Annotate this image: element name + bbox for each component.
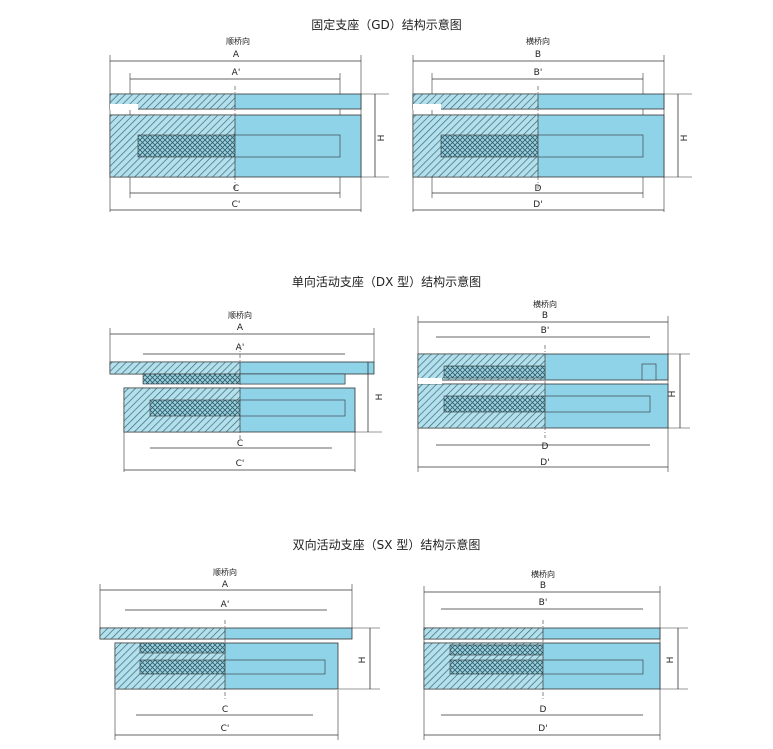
sx-right-dim-d: D <box>540 705 547 715</box>
dx-left-height-label: H <box>375 394 385 401</box>
gd-right-dim-b: B <box>535 50 541 60</box>
sx-section-title: 双向活动支座（SX 型）结构示意图 <box>292 538 481 552</box>
gd-left-dim-a: A <box>233 50 240 60</box>
sx-left-view: 顺桥向 A A' C C' H <box>99 567 380 740</box>
gd-left-dim-c-prime: C' <box>232 200 241 210</box>
dx-right-dim-b: B <box>542 311 548 321</box>
dx-section-title: 单向活动支座（DX 型）结构示意图 <box>291 275 482 289</box>
dx-left-dim-c-prime: C' <box>236 459 245 469</box>
gd-left-height-label: H <box>377 135 387 142</box>
gd-right-dim-d-prime: D' <box>533 200 542 210</box>
gd-section-title: 固定支座（GD）结构示意图 <box>311 18 462 32</box>
gd-right-height-label: H <box>680 135 690 142</box>
gd-left-view: 顺桥向 A A' C C' <box>109 36 389 212</box>
dx-right-dim-b-prime: B' <box>541 326 550 336</box>
gd-right-direction: 横桥向 <box>526 36 550 46</box>
sx-right-dim-d-prime: D' <box>538 724 547 734</box>
dx-right-dim-d-prime: D' <box>540 458 549 468</box>
gd-left-dim-a-prime: A' <box>232 68 241 78</box>
sx-right-direction: 横桥向 <box>531 569 555 579</box>
gd-right-view: 横桥向 B B' D D' H <box>412 36 692 212</box>
sx-left-dim-c: C <box>222 705 228 715</box>
gd-left-dim-c: C <box>233 184 239 194</box>
gd-left-direction: 顺桥向 <box>226 36 250 46</box>
sx-left-dim-a-prime: A' <box>221 600 230 610</box>
sx-left-height-label: H <box>358 657 368 664</box>
dx-left-direction: 顺桥向 <box>228 310 252 320</box>
sx-right-view: 横桥向 B B' D D' H <box>423 569 688 740</box>
gd-right-dim-d: D <box>535 184 542 194</box>
sx-left-dim-c-prime: C' <box>221 724 230 734</box>
dx-left-dim-c: C <box>237 439 243 449</box>
dx-right-view: 横桥向 B B' D D' H <box>417 299 690 472</box>
sx-right-height-label: H <box>666 657 676 664</box>
dx-right-height-label: H <box>668 391 678 398</box>
sx-right-dim-b-prime: B' <box>539 598 548 608</box>
dx-left-dim-a: A <box>237 323 244 333</box>
dx-right-dim-d: D <box>542 442 549 452</box>
sx-left-direction: 顺桥向 <box>213 567 237 577</box>
dx-right-direction: 横桥向 <box>533 299 557 309</box>
sx-right-dim-b: B <box>540 581 546 591</box>
sx-left-dim-a: A <box>222 580 229 590</box>
gd-right-dim-b-prime: B' <box>534 68 543 78</box>
dx-left-view: 顺桥向 A A' C C' H <box>109 310 385 472</box>
